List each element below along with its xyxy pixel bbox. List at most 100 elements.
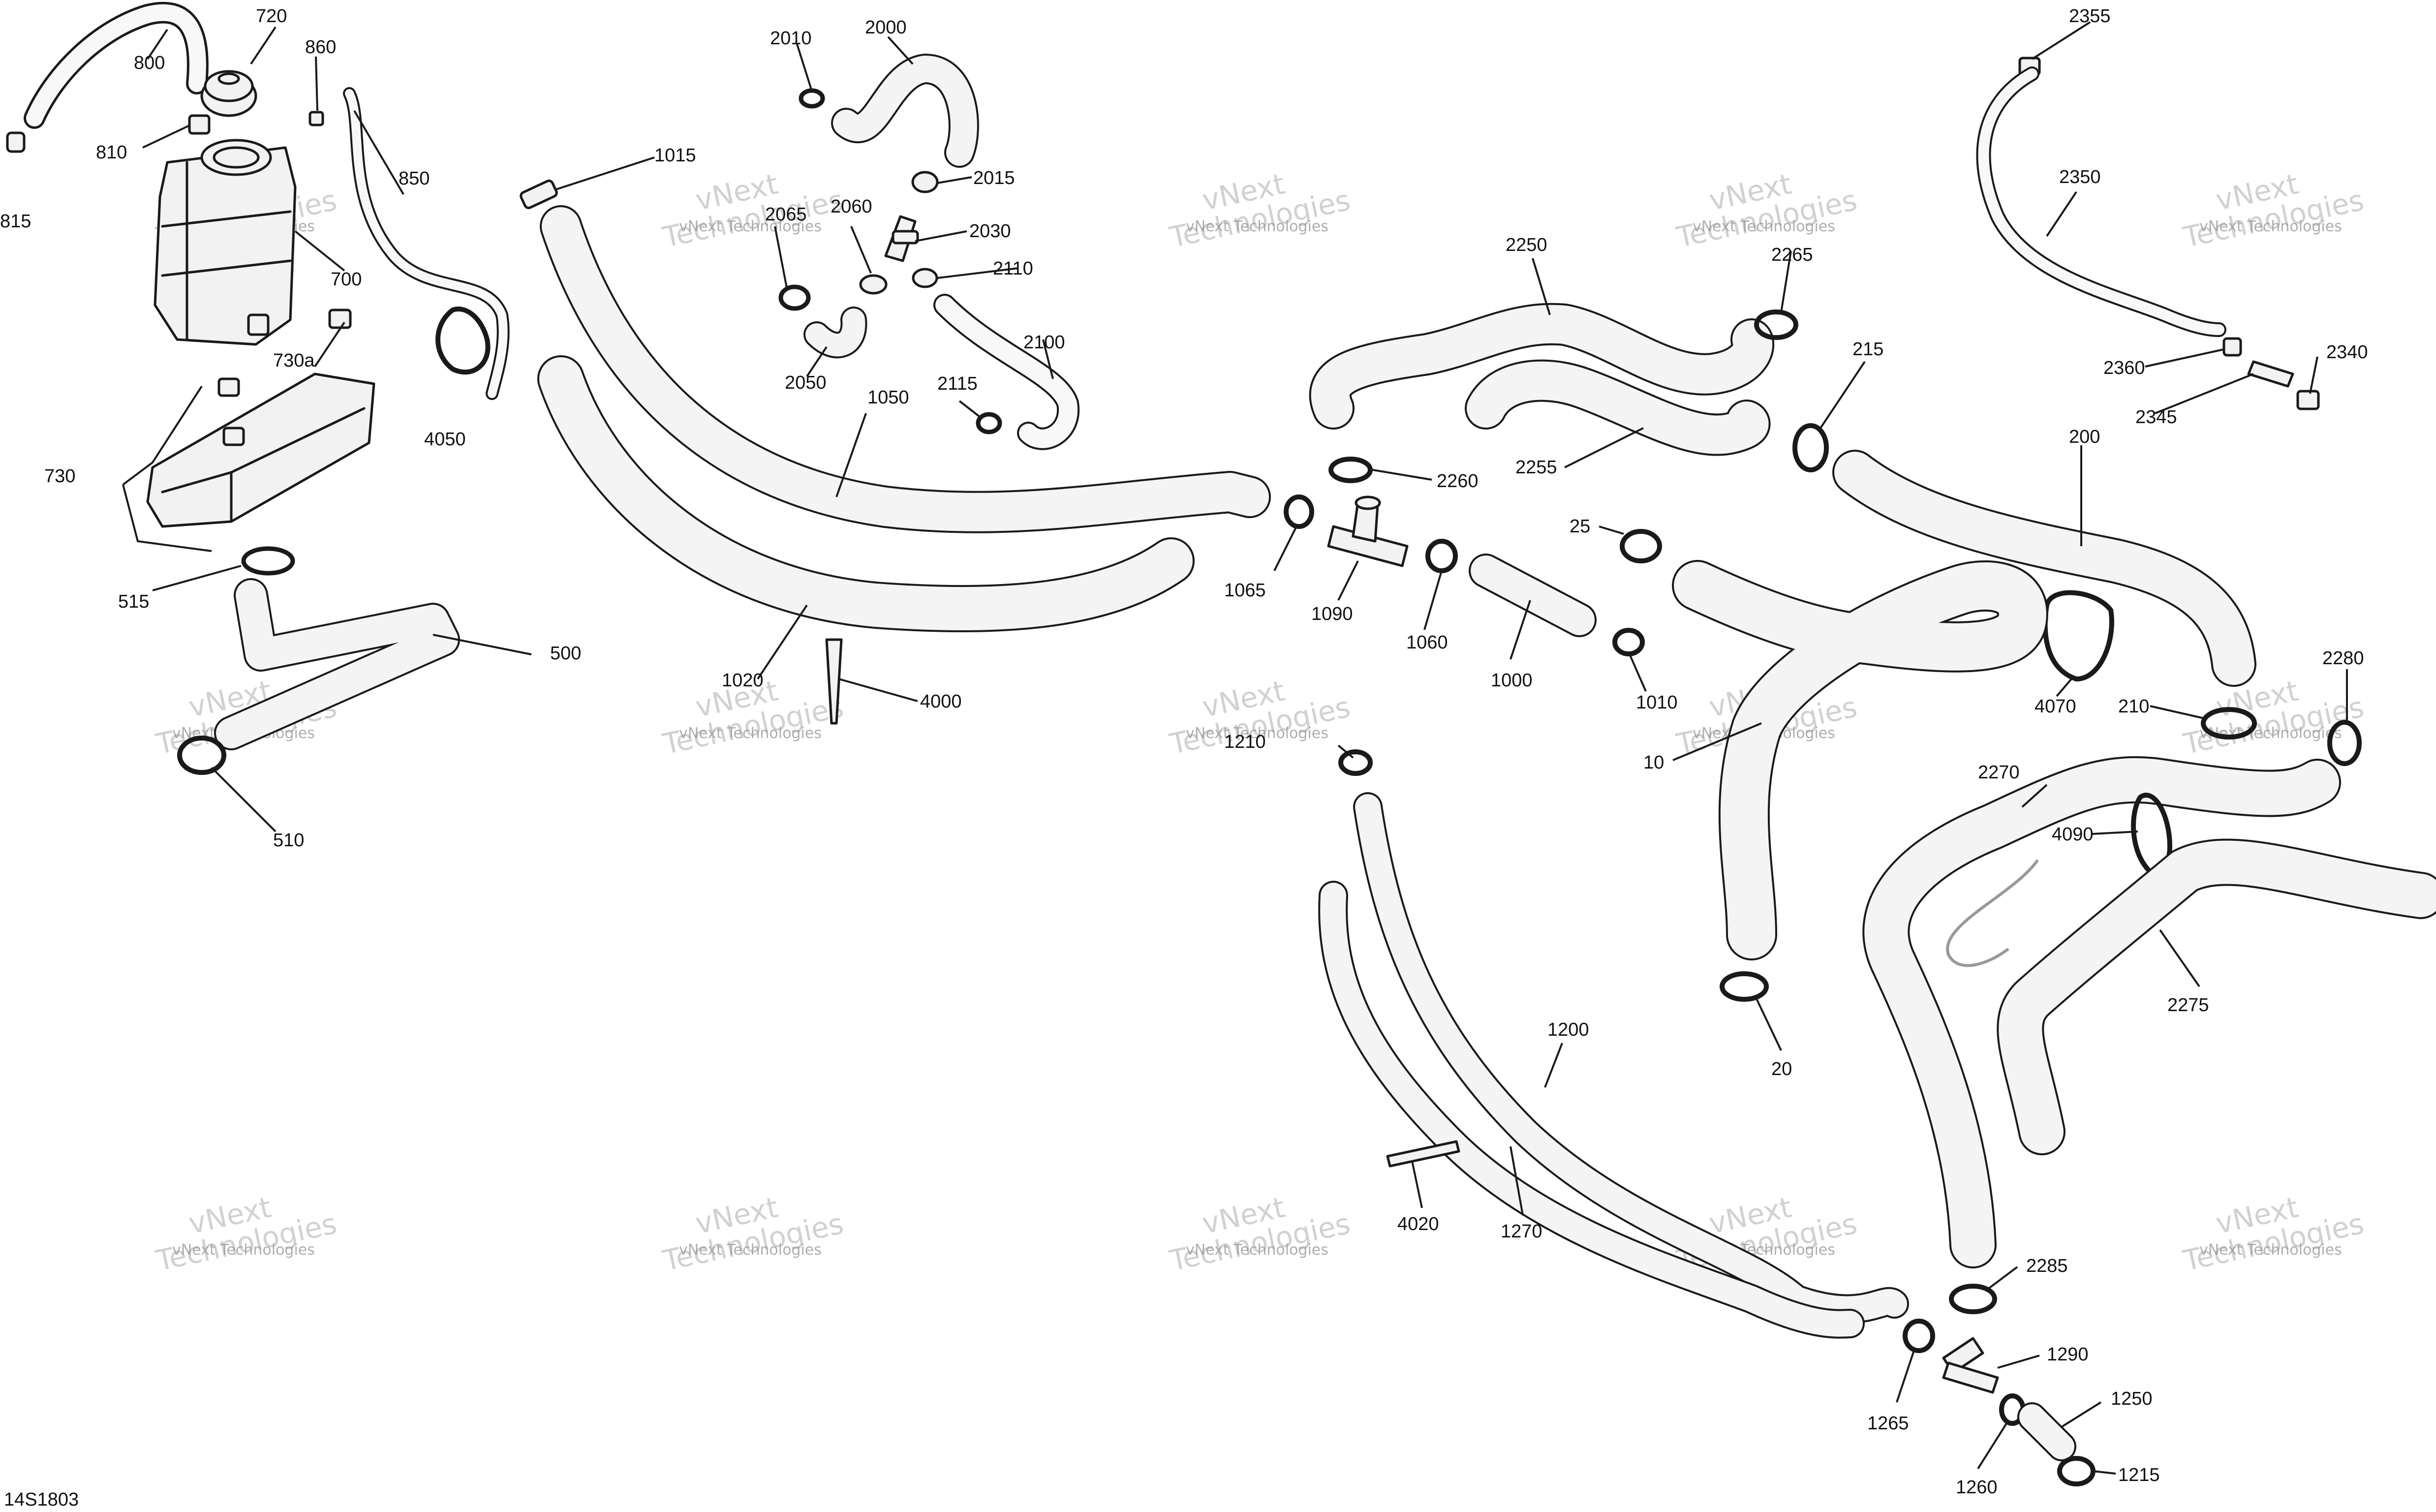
hose-2100[interactable] bbox=[933, 294, 1080, 450]
clamp-510[interactable] bbox=[177, 736, 226, 775]
callout-200: 200 bbox=[2069, 427, 2100, 447]
callout-2250: 2250 bbox=[1506, 235, 1547, 255]
clamp-25[interactable] bbox=[1620, 529, 1662, 563]
callout-labels: 800 720 860 810 815 850 700 730a 730 405… bbox=[0, 6, 2368, 1498]
clamp-210[interactable] bbox=[2201, 707, 2257, 740]
hose-1200[interactable] bbox=[1353, 792, 1909, 1324]
callout-2100: 2100 bbox=[1023, 332, 1065, 353]
callout-2065: 2065 bbox=[765, 204, 807, 225]
svg-text:vNext Technologies: vNext Technologies bbox=[679, 218, 822, 235]
clamp-1060[interactable] bbox=[1425, 539, 1458, 573]
clamp-2065[interactable] bbox=[778, 284, 811, 311]
callout-10: 10 bbox=[1643, 752, 1664, 773]
fitting-2345[interactable] bbox=[2247, 360, 2294, 388]
leader-lines bbox=[122, 21, 2348, 1475]
pressure-cap-720[interactable] bbox=[200, 70, 257, 117]
clamp-2285[interactable] bbox=[1949, 1284, 1997, 1314]
watermark: vNext Technologies vNext Technologies bbox=[1167, 674, 1354, 761]
hose-1250[interactable] bbox=[2017, 1402, 2076, 1461]
clamp-4070[interactable] bbox=[2042, 590, 2114, 681]
callout-2010: 2010 bbox=[770, 28, 812, 49]
callout-720: 720 bbox=[256, 6, 287, 27]
clamp-810[interactable] bbox=[188, 114, 211, 135]
grommet-730a[interactable] bbox=[328, 309, 352, 329]
hose-1270[interactable] bbox=[1318, 881, 1865, 1339]
watermark: vNext Technologies vNext Technologies bbox=[1167, 1190, 1354, 1277]
callout-810: 810 bbox=[96, 142, 127, 163]
clamp-2010[interactable] bbox=[799, 88, 825, 109]
o-ring-515[interactable] bbox=[241, 546, 295, 576]
diagram-reference-number: 14S1803 bbox=[4, 1489, 79, 1510]
callout-700: 700 bbox=[331, 269, 362, 290]
watermark: vNext Technologies vNext Technologies bbox=[2180, 167, 2367, 254]
callout-1065: 1065 bbox=[1224, 580, 1266, 601]
callout-2285: 2285 bbox=[2026, 1256, 2068, 1276]
clamp-2015[interactable] bbox=[911, 171, 939, 193]
clamp-2060[interactable] bbox=[859, 274, 888, 295]
clamp-4050[interactable] bbox=[435, 307, 491, 375]
clamp-2110[interactable] bbox=[912, 268, 938, 288]
callout-2270: 2270 bbox=[1978, 762, 2020, 783]
hose-2275[interactable] bbox=[1997, 838, 2436, 1155]
clamp-2280[interactable] bbox=[2327, 720, 2362, 766]
callout-2355: 2355 bbox=[2069, 6, 2111, 27]
clamp-1265[interactable] bbox=[1903, 1319, 1935, 1353]
clamp-1215[interactable] bbox=[2057, 1456, 2096, 1486]
hose-2255[interactable] bbox=[1465, 359, 1771, 456]
callout-1260: 1260 bbox=[1956, 1477, 1998, 1498]
clamp-2115[interactable] bbox=[976, 412, 1002, 434]
tee-fitting-1090[interactable] bbox=[1327, 495, 1409, 567]
callout-1060: 1060 bbox=[1406, 632, 1448, 653]
reservoir-support-730[interactable] bbox=[146, 372, 375, 528]
fitting-860[interactable] bbox=[308, 111, 324, 126]
vent-hose-850[interactable] bbox=[343, 87, 510, 400]
callout-515: 515 bbox=[118, 591, 149, 612]
clamp-2360[interactable] bbox=[2222, 337, 2242, 357]
temperature-sensor-4000[interactable] bbox=[825, 638, 843, 725]
callout-4050: 4050 bbox=[424, 429, 466, 450]
clamp-2265[interactable] bbox=[1754, 309, 1798, 340]
clamp-215[interactable] bbox=[1792, 423, 1829, 472]
hose-2270[interactable] bbox=[1862, 756, 2341, 1268]
callout-2015: 2015 bbox=[973, 168, 1015, 188]
clamp-2260[interactable] bbox=[1328, 457, 1373, 483]
hose-2350[interactable] bbox=[1976, 66, 2226, 337]
clip-4020[interactable] bbox=[1386, 1140, 1460, 1168]
callout-2360: 2360 bbox=[2103, 358, 2145, 378]
clamp-20[interactable] bbox=[1720, 971, 1769, 1002]
hose-1050[interactable] bbox=[540, 205, 1271, 533]
fitting-2340[interactable] bbox=[2296, 390, 2320, 410]
hose-2000[interactable] bbox=[831, 54, 979, 168]
watermark: vNext Technologies vNext Technologies bbox=[2180, 1190, 2367, 1277]
tee-fitting-1290[interactable] bbox=[1942, 1337, 1999, 1394]
svg-text:vNext Technologies: vNext Technologies bbox=[1186, 1241, 1328, 1259]
elbow-hose-2050[interactable] bbox=[803, 307, 867, 359]
clamp-1010[interactable] bbox=[1612, 628, 1645, 656]
hose-200[interactable] bbox=[1832, 450, 2256, 687]
hose-500[interactable] bbox=[214, 578, 460, 750]
svg-text:vNext Technologies: vNext Technologies bbox=[2199, 218, 2342, 235]
svg-text:vNext Technologies: vNext Technologies bbox=[2199, 1241, 2342, 1259]
tee-fitting-2030[interactable] bbox=[884, 215, 919, 262]
callout-215: 215 bbox=[1852, 339, 1883, 360]
callout-2265: 2265 bbox=[1771, 245, 1813, 265]
callout-2030: 2030 bbox=[969, 221, 1011, 242]
hose-clamp-815[interactable] bbox=[6, 131, 26, 153]
hose-2250[interactable] bbox=[1309, 303, 1775, 430]
clamp-1210[interactable] bbox=[1338, 749, 1373, 776]
wire-tie[interactable] bbox=[1946, 860, 2038, 967]
callout-1290: 1290 bbox=[2047, 1344, 2089, 1365]
callout-1010: 1010 bbox=[1636, 692, 1678, 713]
callout-1215: 1215 bbox=[2118, 1465, 2160, 1485]
coolant-reservoir-700[interactable] bbox=[154, 139, 297, 346]
watermark: vNext Technologies vNext Technologies bbox=[1167, 167, 1354, 254]
hose-1000[interactable] bbox=[1469, 554, 1597, 637]
watermark: vNext Technologies vNext Technologies bbox=[1673, 167, 1860, 254]
clamp-1065[interactable] bbox=[1284, 494, 1314, 529]
callout-2280: 2280 bbox=[2322, 648, 2364, 669]
hose-10[interactable] bbox=[1672, 560, 2048, 960]
hose-800[interactable] bbox=[24, 1, 209, 129]
hose-1020[interactable] bbox=[537, 355, 1195, 633]
fitting-1015[interactable] bbox=[520, 179, 558, 210]
